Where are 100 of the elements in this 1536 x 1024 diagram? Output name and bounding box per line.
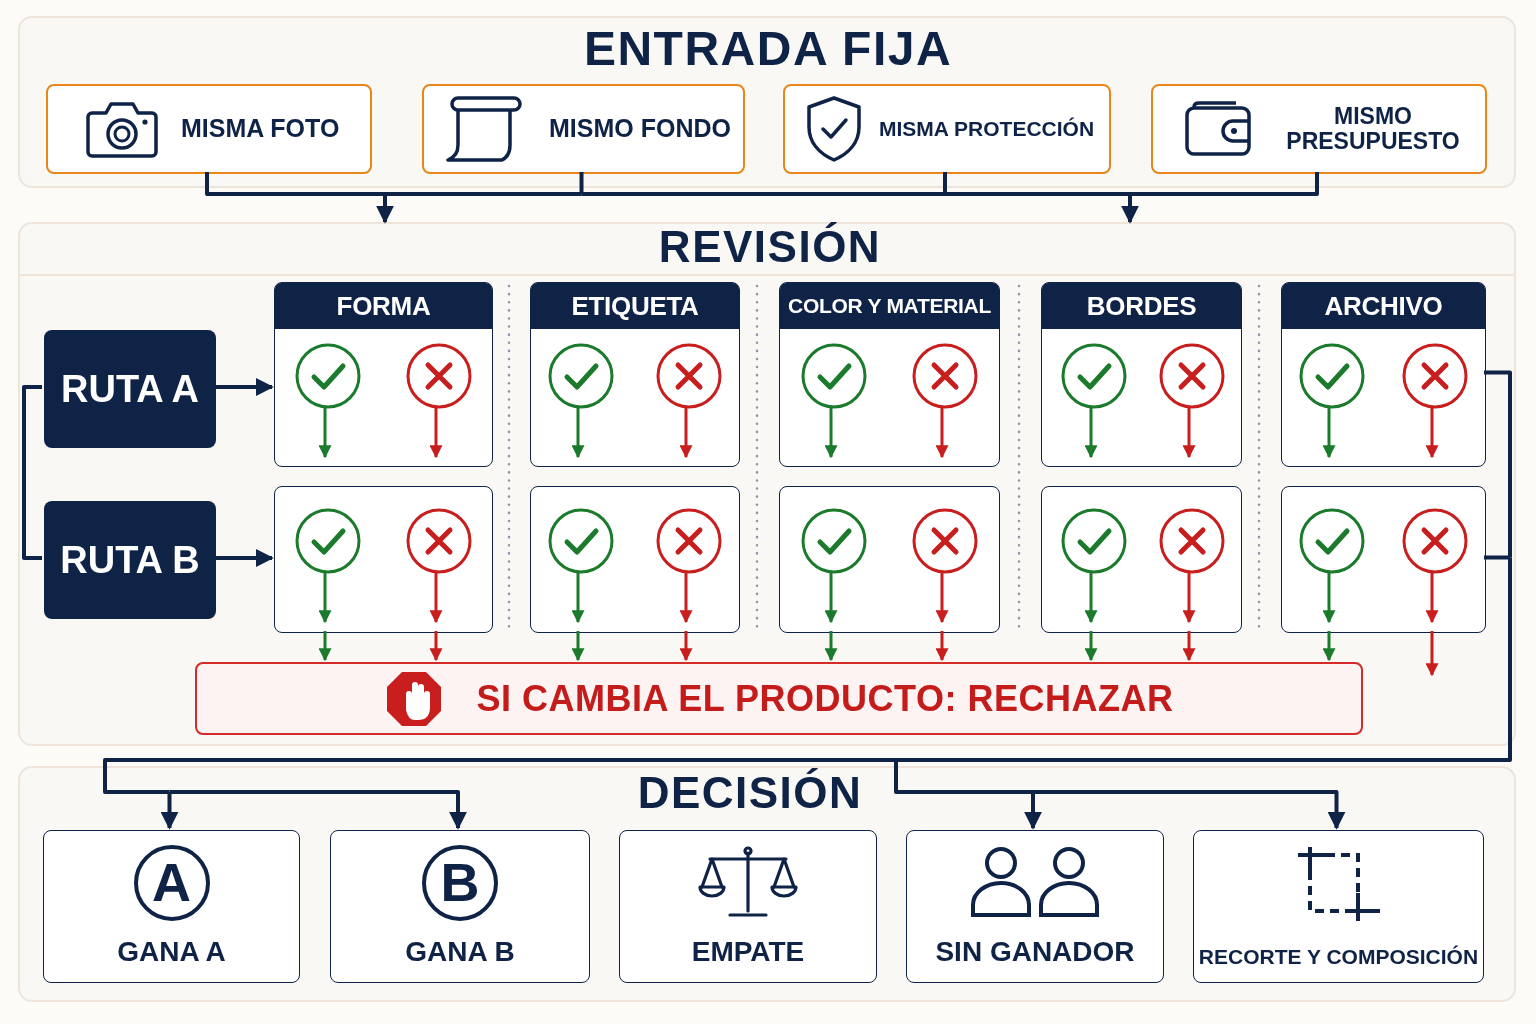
criterion-card	[1041, 486, 1242, 633]
arrow	[935, 571, 949, 624]
arrow	[1322, 571, 1336, 624]
connector-line	[579, 172, 584, 194]
outcome-label: GANA B	[405, 937, 515, 968]
arrow	[318, 406, 332, 459]
arrow	[1425, 631, 1439, 677]
arrow	[1322, 631, 1336, 662]
check-icon	[801, 343, 867, 409]
arrow	[214, 378, 274, 396]
arrow	[1033, 790, 1346, 830]
check-icon	[1299, 508, 1365, 574]
arrow	[1425, 571, 1439, 624]
arrow	[1182, 571, 1196, 624]
criterion-card	[274, 486, 493, 633]
card-header: ARCHIVO	[1282, 283, 1485, 329]
connector-line	[385, 192, 582, 196]
warning-text: SI CAMBIA EL PRODUCTO: RECHAZAR	[476, 678, 1174, 719]
criterion-card	[1281, 282, 1486, 467]
arrow	[824, 406, 838, 459]
criterion-card	[530, 486, 740, 633]
arrow	[1024, 792, 1042, 830]
criterion-card	[1041, 282, 1242, 467]
circled-letter: B	[422, 845, 498, 921]
arrow	[1084, 631, 1098, 662]
arrow	[429, 631, 443, 662]
input-card	[783, 84, 1111, 174]
input-label: MISMO PRESUPUESTO	[1285, 103, 1461, 155]
connector-line	[581, 192, 945, 196]
criterion-card	[779, 486, 1000, 633]
cross-icon	[406, 343, 472, 409]
check-icon	[295, 508, 361, 574]
section-panel	[18, 16, 1516, 188]
check-icon	[295, 343, 361, 409]
input-label: MISMO FONDO	[549, 115, 731, 143]
arrow	[1425, 406, 1439, 459]
outcome-card	[906, 830, 1164, 983]
arrow	[1182, 406, 1196, 459]
arrow	[824, 631, 838, 662]
cross-icon	[912, 343, 978, 409]
cross-icon	[406, 508, 472, 574]
connector-line	[945, 192, 1130, 196]
route-box: RUTA B	[44, 501, 216, 619]
outcome-card	[330, 830, 590, 983]
arrow	[571, 571, 585, 624]
arrow	[1084, 571, 1098, 624]
criterion-card	[1281, 486, 1486, 633]
arrow	[679, 631, 693, 662]
arrow	[1322, 406, 1336, 459]
arrow	[679, 406, 693, 459]
arrow	[935, 406, 949, 459]
arrow	[1182, 631, 1196, 662]
cross-icon	[1402, 508, 1468, 574]
input-card	[46, 84, 372, 174]
arrow	[214, 549, 274, 567]
arrow	[318, 631, 332, 662]
card-header: COLOR Y MATERIAL	[780, 283, 999, 329]
arrow	[429, 571, 443, 624]
cross-icon	[912, 508, 978, 574]
outcome-label: RECORTE Y COMPOSICIÓN	[1198, 944, 1479, 968]
outcome-card	[43, 830, 300, 983]
cross-icon	[1159, 508, 1225, 574]
outcome-label: EMPATE	[691, 937, 805, 968]
arrow	[160, 792, 179, 830]
cross-icon	[656, 343, 722, 409]
arrow	[1084, 406, 1098, 459]
card-header: BORDES	[1042, 283, 1241, 329]
arrow	[1121, 194, 1139, 224]
input-label: MISMA PROTECCIÓN	[879, 117, 1095, 141]
check-icon	[801, 508, 867, 574]
outcome-label: SIN GANADOR	[935, 937, 1135, 968]
connector-line	[103, 758, 896, 794]
outcome-label: GANA A	[117, 937, 226, 968]
arrow	[571, 631, 585, 662]
route-box: RUTA A	[44, 330, 216, 448]
connector-line	[943, 172, 947, 194]
arrow	[318, 571, 332, 624]
card-header: ETIQUETA	[531, 283, 739, 329]
connector-line	[22, 385, 42, 560]
cross-icon	[656, 508, 722, 574]
connector-line	[1484, 370, 1512, 558]
arrow	[429, 406, 443, 459]
arrow	[935, 631, 949, 662]
check-icon	[1299, 343, 1365, 409]
criterion-card	[779, 282, 1000, 467]
outcome-card	[619, 830, 877, 983]
check-icon	[548, 508, 614, 574]
card-header: FORMA	[275, 283, 492, 329]
circled-letter: A	[133, 845, 210, 921]
arrow	[169, 790, 467, 830]
input-card	[422, 84, 745, 174]
cross-icon	[1402, 343, 1468, 409]
criterion-card	[274, 282, 493, 467]
input-label: MISMA FOTO	[181, 115, 340, 143]
connector-line	[894, 760, 1033, 794]
connector-line	[896, 557, 1512, 762]
connector-line	[1130, 172, 1319, 196]
cross-icon	[1159, 343, 1225, 409]
warning-banner	[195, 662, 1363, 735]
check-icon	[1061, 343, 1127, 409]
